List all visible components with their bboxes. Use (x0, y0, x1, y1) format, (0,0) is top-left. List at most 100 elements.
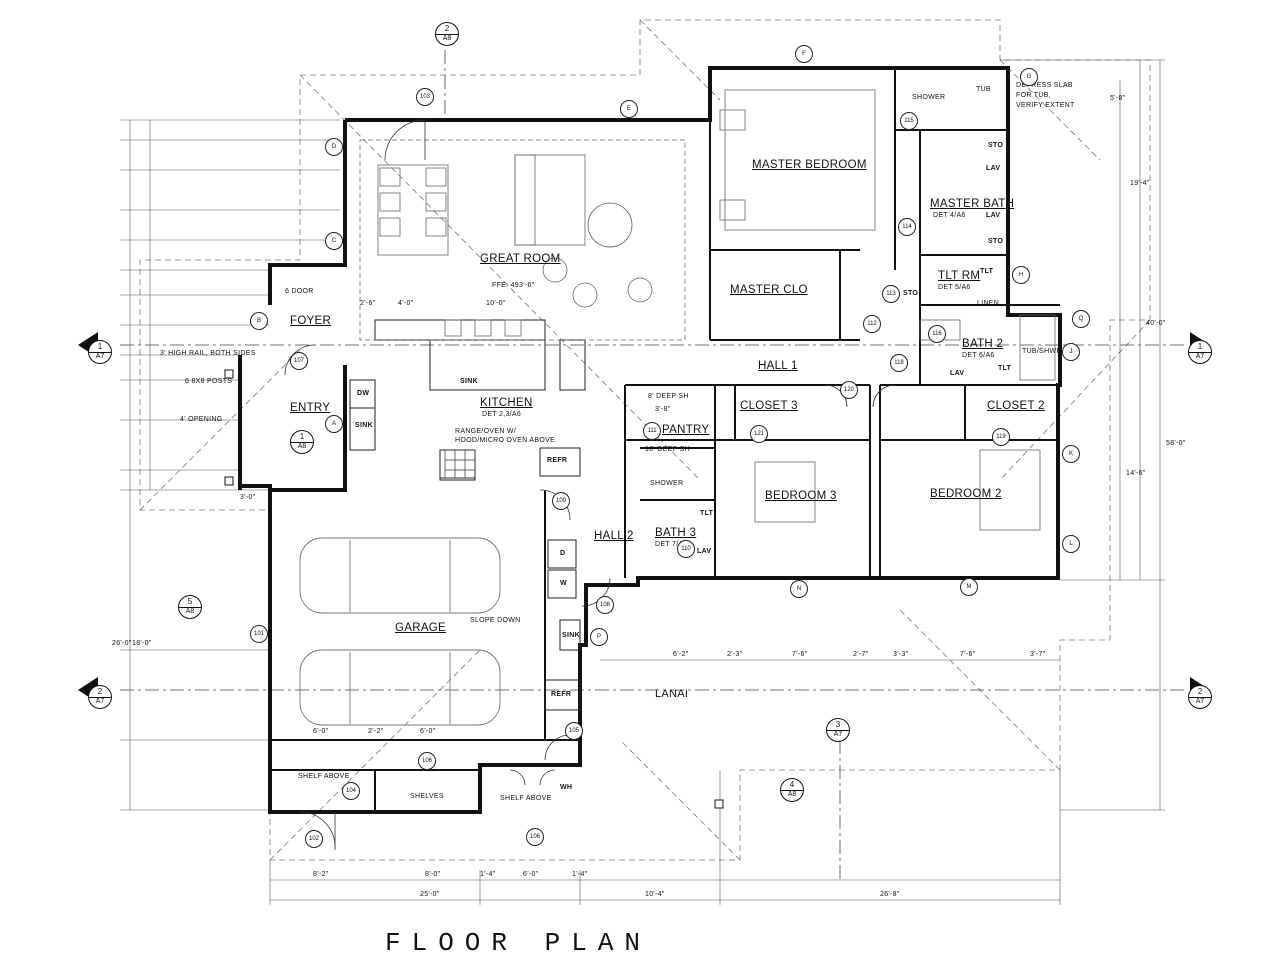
note-for-tub: FOR TUB, (1016, 92, 1051, 99)
grid-tag-h: H (1012, 266, 1030, 284)
dim-3-7: 3'-7" (1030, 651, 1046, 658)
room-label-lanai: LANAI (655, 688, 689, 700)
note-shelf-above-2: SHELF ABOVE (500, 795, 552, 802)
room-label-bath-3: BATH 3 (655, 527, 697, 539)
dim-3-0: 3'-0" (240, 494, 256, 501)
grid-tag-j: J (1062, 343, 1080, 361)
dim-6-2: 6'-2" (673, 651, 689, 658)
note-high-rail: 3' HIGH RAIL, BOTH SIDES (160, 350, 256, 357)
note-deep-sh-8: 8' DEEP SH (648, 393, 689, 400)
grid-tag-p: P (590, 628, 608, 646)
dim-2-2: 2'-2" (368, 728, 384, 735)
dim-6-0-garage: 6'-0" (313, 728, 329, 735)
door-tag-120: 120 (840, 381, 858, 399)
door-tag-107: 107 (290, 352, 308, 370)
room-label-great-room: GREAT ROOM (480, 253, 561, 265)
section-lines (120, 50, 1185, 880)
grid-tag-q: Q (1072, 310, 1090, 328)
note-posts: 6 8X8 POSTS (185, 378, 233, 385)
grid-tag-l: L (1062, 535, 1080, 553)
room-label-bath-2: BATH 2 (962, 338, 1004, 350)
door-tag-102: 102 (305, 830, 323, 848)
room-label-tlt-rm: TLT RM (938, 270, 981, 282)
cars (299, 537, 501, 726)
note-deep-sh-10: 10' DEEP SH (645, 446, 690, 453)
dim-7-6-b: 7'-6" (960, 651, 976, 658)
room-label-foyer: FOYER (290, 315, 332, 327)
grid-tag-k: K (1062, 445, 1080, 463)
fixture-lav-2: LAV (986, 212, 1001, 219)
room-label-closet-3: CLOSET 3 (740, 400, 798, 412)
note-linen: LINEN (977, 300, 1000, 307)
note-shower-bath-3: SHOWER (650, 480, 684, 487)
fixture-tlt-1: TLT (980, 268, 994, 275)
fixture-lav-4: LAV (697, 548, 712, 555)
bath-3-detail: DET 7/A6 (655, 541, 688, 548)
door-tag-119: 119 (992, 428, 1010, 446)
note-shelf-above-1: SHELF ABOVE (298, 773, 350, 780)
fixture-water-heater: WH (560, 784, 573, 791)
dim-14-6: 14'-6" (1126, 470, 1146, 477)
garage-appliances (439, 449, 581, 711)
dim-4-0: 4'-0" (398, 300, 414, 307)
fixture-sink-island: SINK (460, 378, 478, 385)
note-tub: TUB (976, 86, 991, 93)
dim-2-6: 2'-6" (360, 300, 376, 307)
note-slope-down: SLOPE DOWN (470, 617, 521, 624)
kitchen-counters (349, 319, 586, 479)
note-opening: 4' OPENING (180, 416, 223, 423)
grid-tag-a: A (325, 415, 343, 433)
dim-26-0: 26'-0" (112, 640, 132, 647)
kitchen-detail: DET 2,3/A6 (482, 411, 522, 418)
dim-19-4: 19'-4" (1130, 180, 1150, 187)
fixture-refr-garage: REFR (551, 691, 572, 698)
door-tag-112: 112 (863, 315, 881, 333)
dim-2-3: 2'-3" (727, 651, 743, 658)
ffe-elevation: FFE: 493'-6" (492, 282, 535, 289)
door-tag-114: 114 (898, 218, 916, 236)
dim-7-6: 7'-6" (792, 651, 808, 658)
door-tag-104: 104 (342, 782, 360, 800)
door-tag-115: 115 (900, 112, 918, 130)
fixture-tlt-3: TLT (700, 510, 714, 517)
fixture-washer: W (560, 580, 567, 587)
fixture-refr-kitchen: REFR (547, 457, 568, 464)
dim-8-2: 8'-2" (313, 871, 329, 878)
dim-10-4: 10'-4" (645, 891, 665, 898)
grid-tag-m: M (960, 578, 978, 596)
dim-58-0: 58'-0" (1166, 440, 1186, 447)
room-label-hall-2: HALL 2 (594, 530, 634, 542)
room-label-master-bedroom: MASTER BEDROOM (752, 159, 867, 171)
dim-25-0: 25'-0" (420, 891, 440, 898)
dim-6-0: 6'-0" (523, 871, 539, 878)
door-tag-118: 118 (890, 354, 908, 372)
bath-2-detail: DET 6/A6 (962, 352, 995, 359)
fixture-tlt-2: TLT (998, 365, 1012, 372)
room-label-master-clo: MASTER CLO (730, 284, 808, 296)
door-tag-111: 111 (643, 422, 661, 440)
door-tag-106a: 106 (418, 752, 436, 770)
grid-tag-c: C (325, 232, 343, 250)
tlt-rm-detail: DET 5/A6 (938, 284, 971, 291)
grid-tag-f: F (795, 45, 813, 63)
note-range: RANGE/OVEN W/ (455, 428, 517, 435)
fixture-sto-3: STO (903, 290, 919, 297)
grid-tag-d: D (325, 138, 343, 156)
posts (224, 369, 724, 809)
door-tag-116: 116 (928, 325, 946, 343)
grid-tag-n: N (790, 580, 808, 598)
note-door-foyer: 6 DOOR (285, 288, 314, 295)
dim-8-0: 8'-0" (425, 871, 441, 878)
door-tag-105: 105 (565, 722, 583, 740)
interior-walls (270, 68, 1060, 812)
room-label-entry: ENTRY (290, 402, 331, 414)
note-verify-extent: VERIFY EXTENT (1016, 102, 1075, 109)
door-tag-121: 121 (750, 425, 768, 443)
